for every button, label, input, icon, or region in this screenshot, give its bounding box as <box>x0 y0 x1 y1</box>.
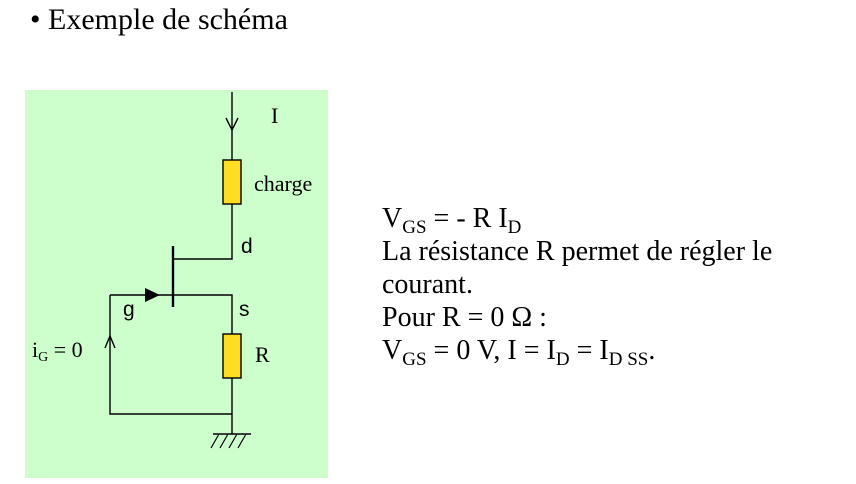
drain-wire <box>173 204 233 260</box>
gate-arrow-icon <box>145 288 160 302</box>
vgs-equation: VGS = - R ID <box>382 203 522 238</box>
explanation-text: VGS = - R ID La résistance R permet de r… <box>382 202 842 370</box>
condition-line: Pour R = 0 Ω : <box>382 302 547 333</box>
circuit-schematic <box>104 92 251 449</box>
current-label: I <box>271 103 279 128</box>
source-wire <box>173 294 233 334</box>
slide-heading: • Exemple de schéma <box>30 3 288 36</box>
resistor-label: R <box>255 342 270 367</box>
gate-current-label: iG = 0 <box>32 337 83 365</box>
circuit-diagram: I charge d g s R iG = 0 <box>25 90 328 478</box>
source-label: s <box>239 298 250 321</box>
current-arrow-icon <box>225 117 239 132</box>
explanation-line-1: La résistance R permet de régler le <box>382 236 773 267</box>
gate-current-arrow-icon <box>104 334 116 349</box>
load-label: charge <box>254 171 313 196</box>
gate-label: g <box>123 298 135 321</box>
source-resistor <box>222 333 242 379</box>
ground-icon <box>210 433 251 449</box>
explanation-line-2: courant. <box>382 269 473 300</box>
drain-label: d <box>241 235 253 258</box>
load-resistor <box>222 159 242 205</box>
result-equation: VGS = 0 V, I = ID = ID SS. <box>382 335 656 370</box>
